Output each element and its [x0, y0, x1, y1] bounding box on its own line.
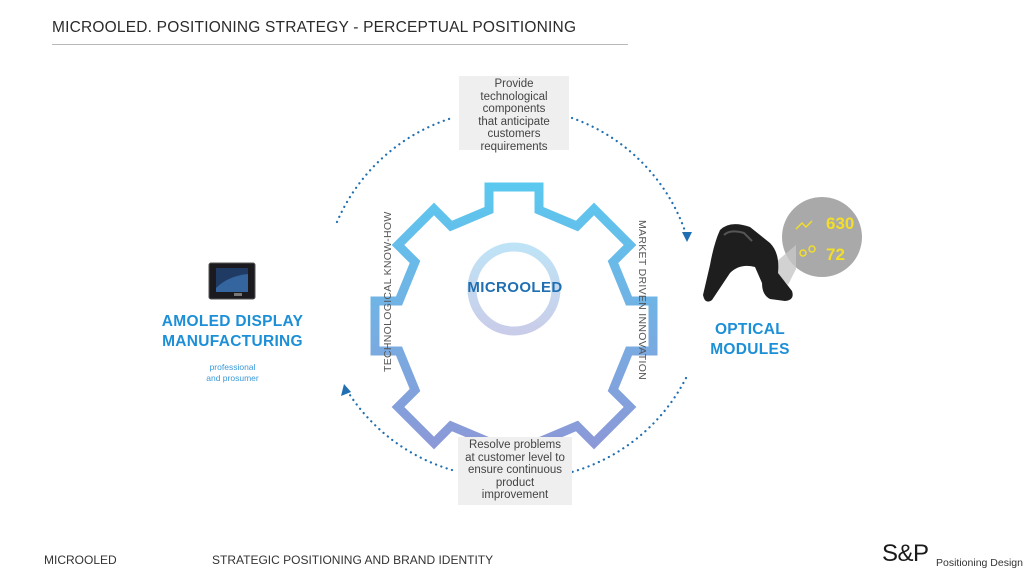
arc-bottom-right	[570, 376, 688, 474]
hud-altitude-value: 630	[826, 214, 855, 233]
title-divider	[52, 44, 628, 45]
arrowhead-left	[341, 384, 351, 396]
hud-speed-value: 72	[826, 245, 845, 264]
microoled-core-label: MICROOLED	[467, 279, 563, 296]
arc-top-right	[570, 116, 688, 236]
footer-company: MICROOLED	[44, 553, 117, 567]
market-driven-innovation-label: MARKET DRIVEN INNOVATION	[636, 220, 648, 381]
display-icon	[208, 262, 256, 300]
optical-module-icon	[703, 197, 862, 302]
footer-section: STRATEGIC POSITIONING AND BRAND IDENTITY	[212, 553, 494, 567]
arrowhead-right	[682, 232, 692, 242]
slide-title: MICROOLED. POSITIONING STRATEGY - PERCEP…	[52, 19, 577, 36]
bottom-note: Resolve problems at customer level to en…	[458, 437, 572, 505]
optical-modules-heading: OPTICAL MODULES	[710, 321, 790, 358]
top-note: Provide technological components that an…	[459, 76, 569, 153]
brand-tagline: Positioning Design	[936, 557, 1023, 569]
professional-prosumer-text: professional and prosumer	[206, 362, 259, 383]
amoled-display-heading: AMOLED DISPLAY MANUFACTURING	[161, 313, 304, 350]
sp-logo: S&P	[882, 540, 929, 567]
gear-icon	[370, 182, 658, 470]
arc-bottom-left	[346, 390, 454, 472]
technological-know-how-label: TECHNOLOGICAL KNOW-HOW	[382, 211, 394, 372]
arc-top-left	[335, 116, 454, 224]
